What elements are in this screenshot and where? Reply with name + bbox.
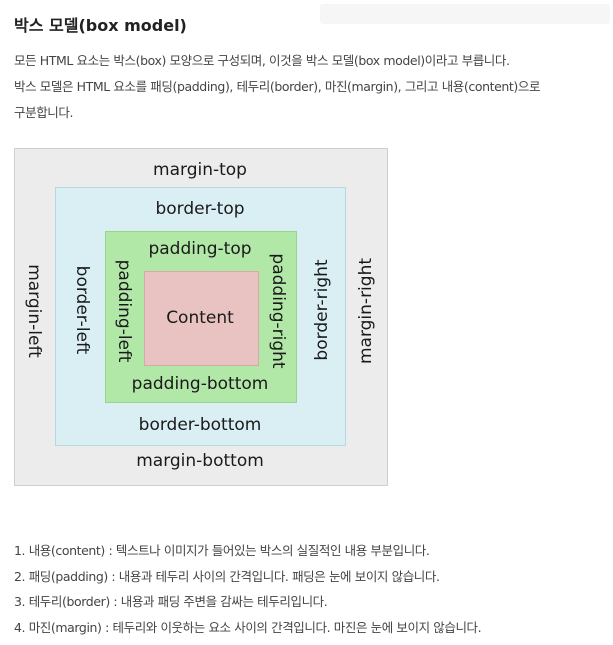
padding-top-label: padding-top (148, 239, 252, 259)
border-bottom-label: border-bottom (138, 415, 262, 435)
list-item: 4. 마진(margin) : 테두리와 이웃하는 요소 사이의 간격입니다. … (14, 619, 482, 635)
intro-paragraph: 모든 HTML 요소는 박스(box) 모양으로 구성되며, 이것을 박스 모델… (14, 48, 610, 126)
faded-toolbar (320, 4, 610, 24)
margin-top-label: margin-top (153, 160, 247, 180)
list-item: 2. 패딩(padding) : 내용과 테두리 사이의 간격입니다. 패딩은 … (14, 568, 440, 584)
list-item: 1. 내용(content) : 텍스트나 이미지가 들어있는 박스의 실질적인… (14, 543, 430, 558)
intro-line-3: 구분합니다. (14, 105, 74, 120)
content-label: Content (166, 308, 234, 328)
margin-right-label: margin-right (356, 257, 376, 365)
padding-bottom-label: padding-bottom (131, 374, 269, 394)
definition-list: 1. 내용(content) : 텍스트나 이미지가 들어있는 박스의 실질적인… (14, 538, 610, 640)
margin-left-label: margin-left (24, 264, 44, 358)
margin-bottom-label: margin-bottom (136, 451, 264, 471)
content-area (144, 271, 259, 366)
page-title: 박스 모델(box model) (14, 16, 187, 35)
list-item: 3. 테두리(border) : 내용과 패딩 주변을 감싸는 테두리입니다. (14, 594, 328, 609)
border-right-label: border-right (312, 259, 332, 361)
padding-right-label: padding-right (268, 253, 288, 369)
intro-line-2: 박스 모델은 HTML 요소를 패딩(padding), 테두리(border)… (14, 79, 541, 94)
border-left-label: border-left (72, 265, 92, 355)
padding-left-label: padding-left (114, 259, 134, 363)
border-top-label: border-top (155, 199, 245, 219)
intro-line-1: 모든 HTML 요소는 박스(box) 모양으로 구성되며, 이것을 박스 모델… (14, 53, 510, 68)
